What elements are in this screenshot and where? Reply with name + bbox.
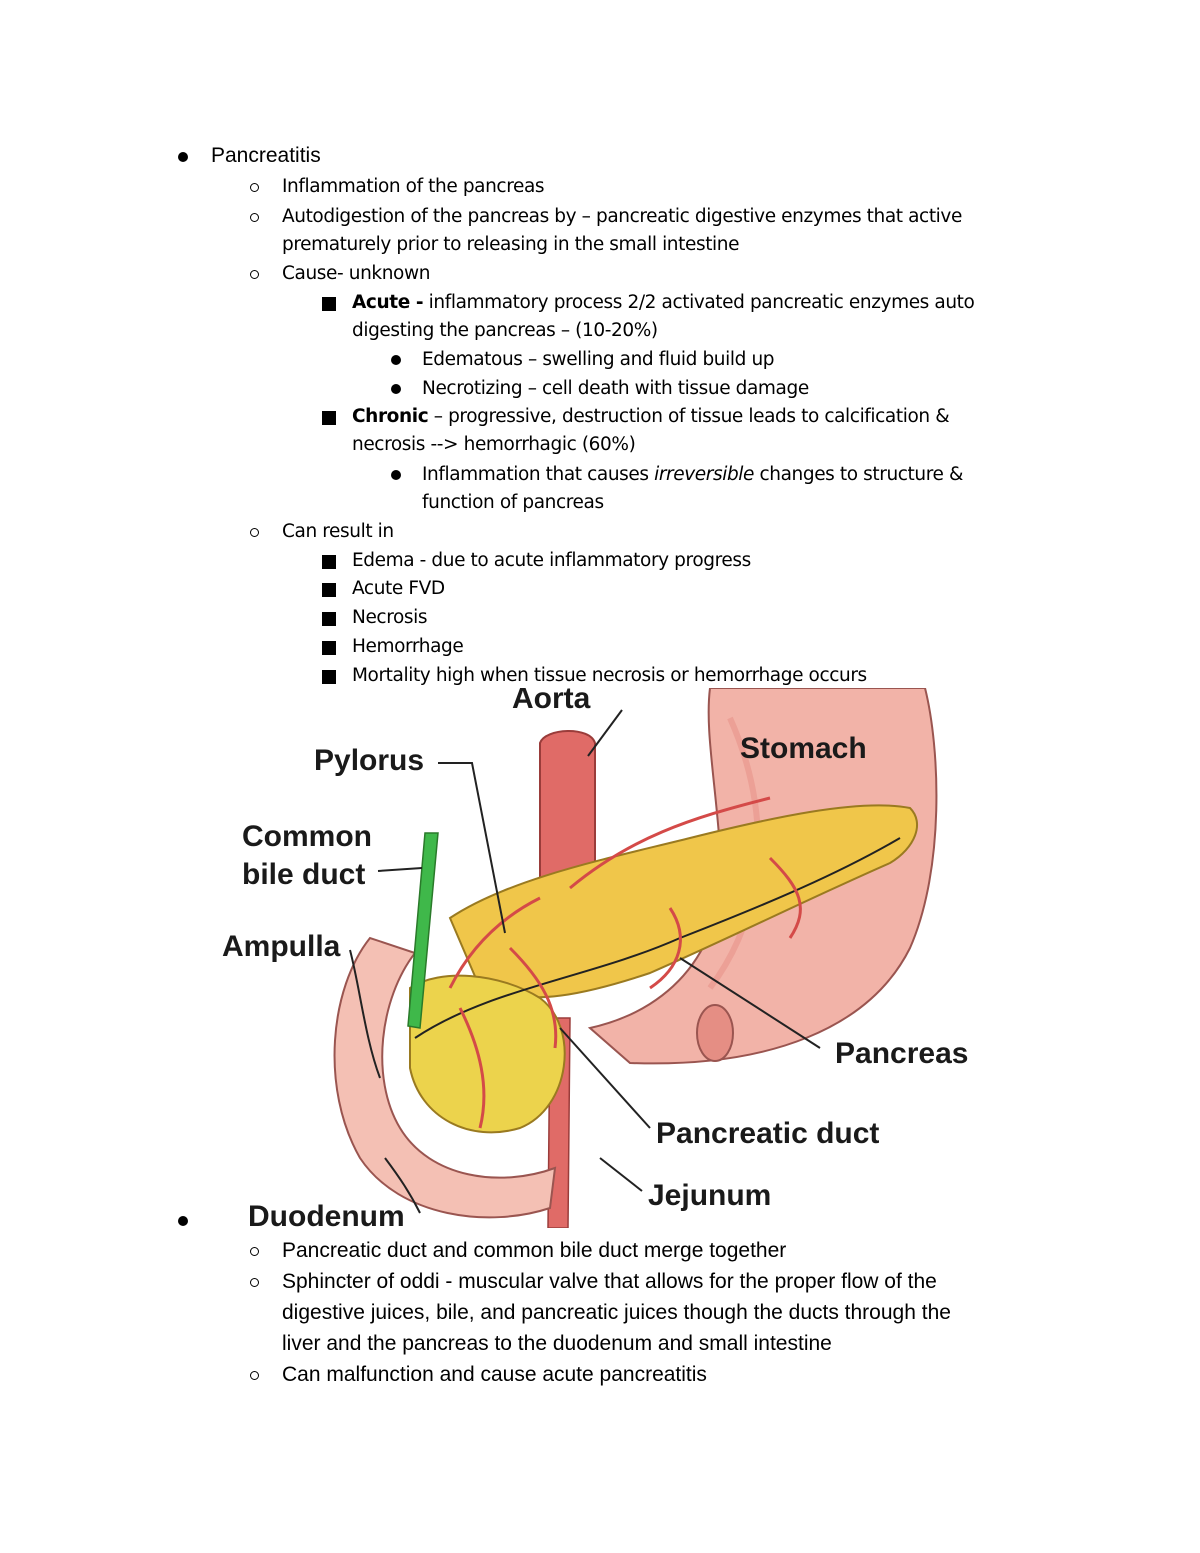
label-common-bile-duct-1: Common — [242, 820, 372, 853]
acute-text: inflammatory process 2/2 activated pancr… — [423, 292, 975, 313]
item-edematous: Edematous – swelling and fluid build up — [422, 349, 775, 370]
acute-label: Acute - — [352, 292, 424, 313]
chronic-sub-italic: irreversible — [654, 464, 755, 485]
item-chronic-sub-line1: Inflammation that causes irreversible ch… — [422, 461, 963, 489]
item-oddi-line1: Sphincter of oddi - muscular valve that … — [282, 1270, 937, 1293]
bullet-square — [322, 555, 336, 569]
item-cause: Cause- unknown — [282, 263, 431, 284]
bullet-square — [322, 583, 336, 597]
bullet-square — [322, 612, 336, 626]
chronic-text: – progressive, destruction of tissue lea… — [428, 406, 950, 427]
label-aorta: Aorta — [512, 688, 591, 715]
bullet-disc — [178, 152, 188, 162]
item-chronic-sub-line2: function of pancreas — [422, 492, 604, 513]
chronic-sub-text-end: changes to structure & — [754, 464, 964, 485]
pancreas-head-shape — [409, 974, 566, 1134]
bullet-circle — [250, 213, 259, 222]
label-ampulla: Ampulla — [222, 930, 341, 963]
item-acute-line1: Acute - inflammatory process 2/2 activat… — [352, 289, 975, 317]
label-jejunum: Jejunum — [648, 1179, 771, 1212]
bullet-circle — [250, 1371, 259, 1380]
leader-lines — [349, 709, 821, 1214]
bullet-circle — [250, 528, 259, 537]
bullet-circle — [250, 1278, 259, 1287]
label-pancreatic-duct: Pancreatic duct — [656, 1117, 879, 1150]
item-malfunction: Can malfunction and cause acute pancreat… — [282, 1363, 707, 1386]
bullet-circle — [250, 270, 259, 279]
item-autodigestion-line2: prematurely prior to releasing in the sm… — [282, 234, 740, 255]
label-duodenum: Duodenum — [248, 1200, 405, 1228]
jejunum-shape — [696, 1004, 734, 1062]
label-common-bile-duct-2: bile duct — [242, 858, 365, 891]
bullet-square — [322, 641, 336, 655]
common-bile-duct — [407, 832, 439, 1029]
item-chronic-line1: Chronic – progressive, destruction of ti… — [352, 403, 950, 431]
result-item: Acute FVD — [352, 578, 445, 599]
item-oddi-line3: liver and the pancreas to the duodenum a… — [282, 1332, 832, 1355]
bullet-circle — [250, 1247, 259, 1256]
result-item: Edema - due to acute inflammatory progre… — [352, 550, 751, 571]
item-can-result: Can result in — [282, 521, 394, 542]
bullet-disc — [391, 470, 401, 480]
pancreas-anatomy-diagram: Aorta Stomach Pylorus Common bile duct A… — [222, 688, 968, 1228]
item-acute-line2: digesting the pancreas – (10-20%) — [352, 320, 658, 341]
result-item: Necrosis — [352, 607, 428, 628]
item-autodigestion-line1: Autodigestion of the pancreas by – pancr… — [282, 206, 962, 227]
bullet-square — [322, 670, 336, 684]
heading-pancreatitis: Pancreatitis — [211, 144, 321, 167]
duodenum-shape — [333, 936, 557, 1219]
chronic-label: Chronic — [352, 406, 429, 427]
bullet-disc — [391, 355, 401, 365]
label-pylorus: Pylorus — [314, 744, 424, 777]
bullet-disc — [178, 1216, 188, 1226]
result-item: Mortality high when tissue necrosis or h… — [352, 665, 867, 686]
bullet-circle — [250, 183, 259, 192]
item-inflammation: Inflammation of the pancreas — [282, 176, 545, 197]
label-stomach: Stomach — [740, 732, 867, 765]
item-oddi-line2: digestive juices, bile, and pancreatic j… — [282, 1301, 951, 1324]
chronic-sub-text: Inflammation that causes — [422, 464, 655, 485]
bullet-disc — [391, 384, 401, 394]
item-merge: Pancreatic duct and common bile duct mer… — [282, 1239, 787, 1262]
pancreas-shape — [448, 804, 919, 999]
bullet-square — [322, 411, 336, 425]
item-necrotizing: Necrotizing – cell death with tissue dam… — [422, 378, 809, 399]
item-chronic-line2: necrosis --> hemorrhagic (60%) — [352, 434, 636, 455]
aorta-vessel — [539, 730, 596, 905]
bullet-square — [322, 297, 336, 311]
blood-vessels — [448, 796, 802, 1129]
label-pancreas: Pancreas — [835, 1037, 968, 1070]
result-item: Hemorrhage — [352, 636, 464, 657]
